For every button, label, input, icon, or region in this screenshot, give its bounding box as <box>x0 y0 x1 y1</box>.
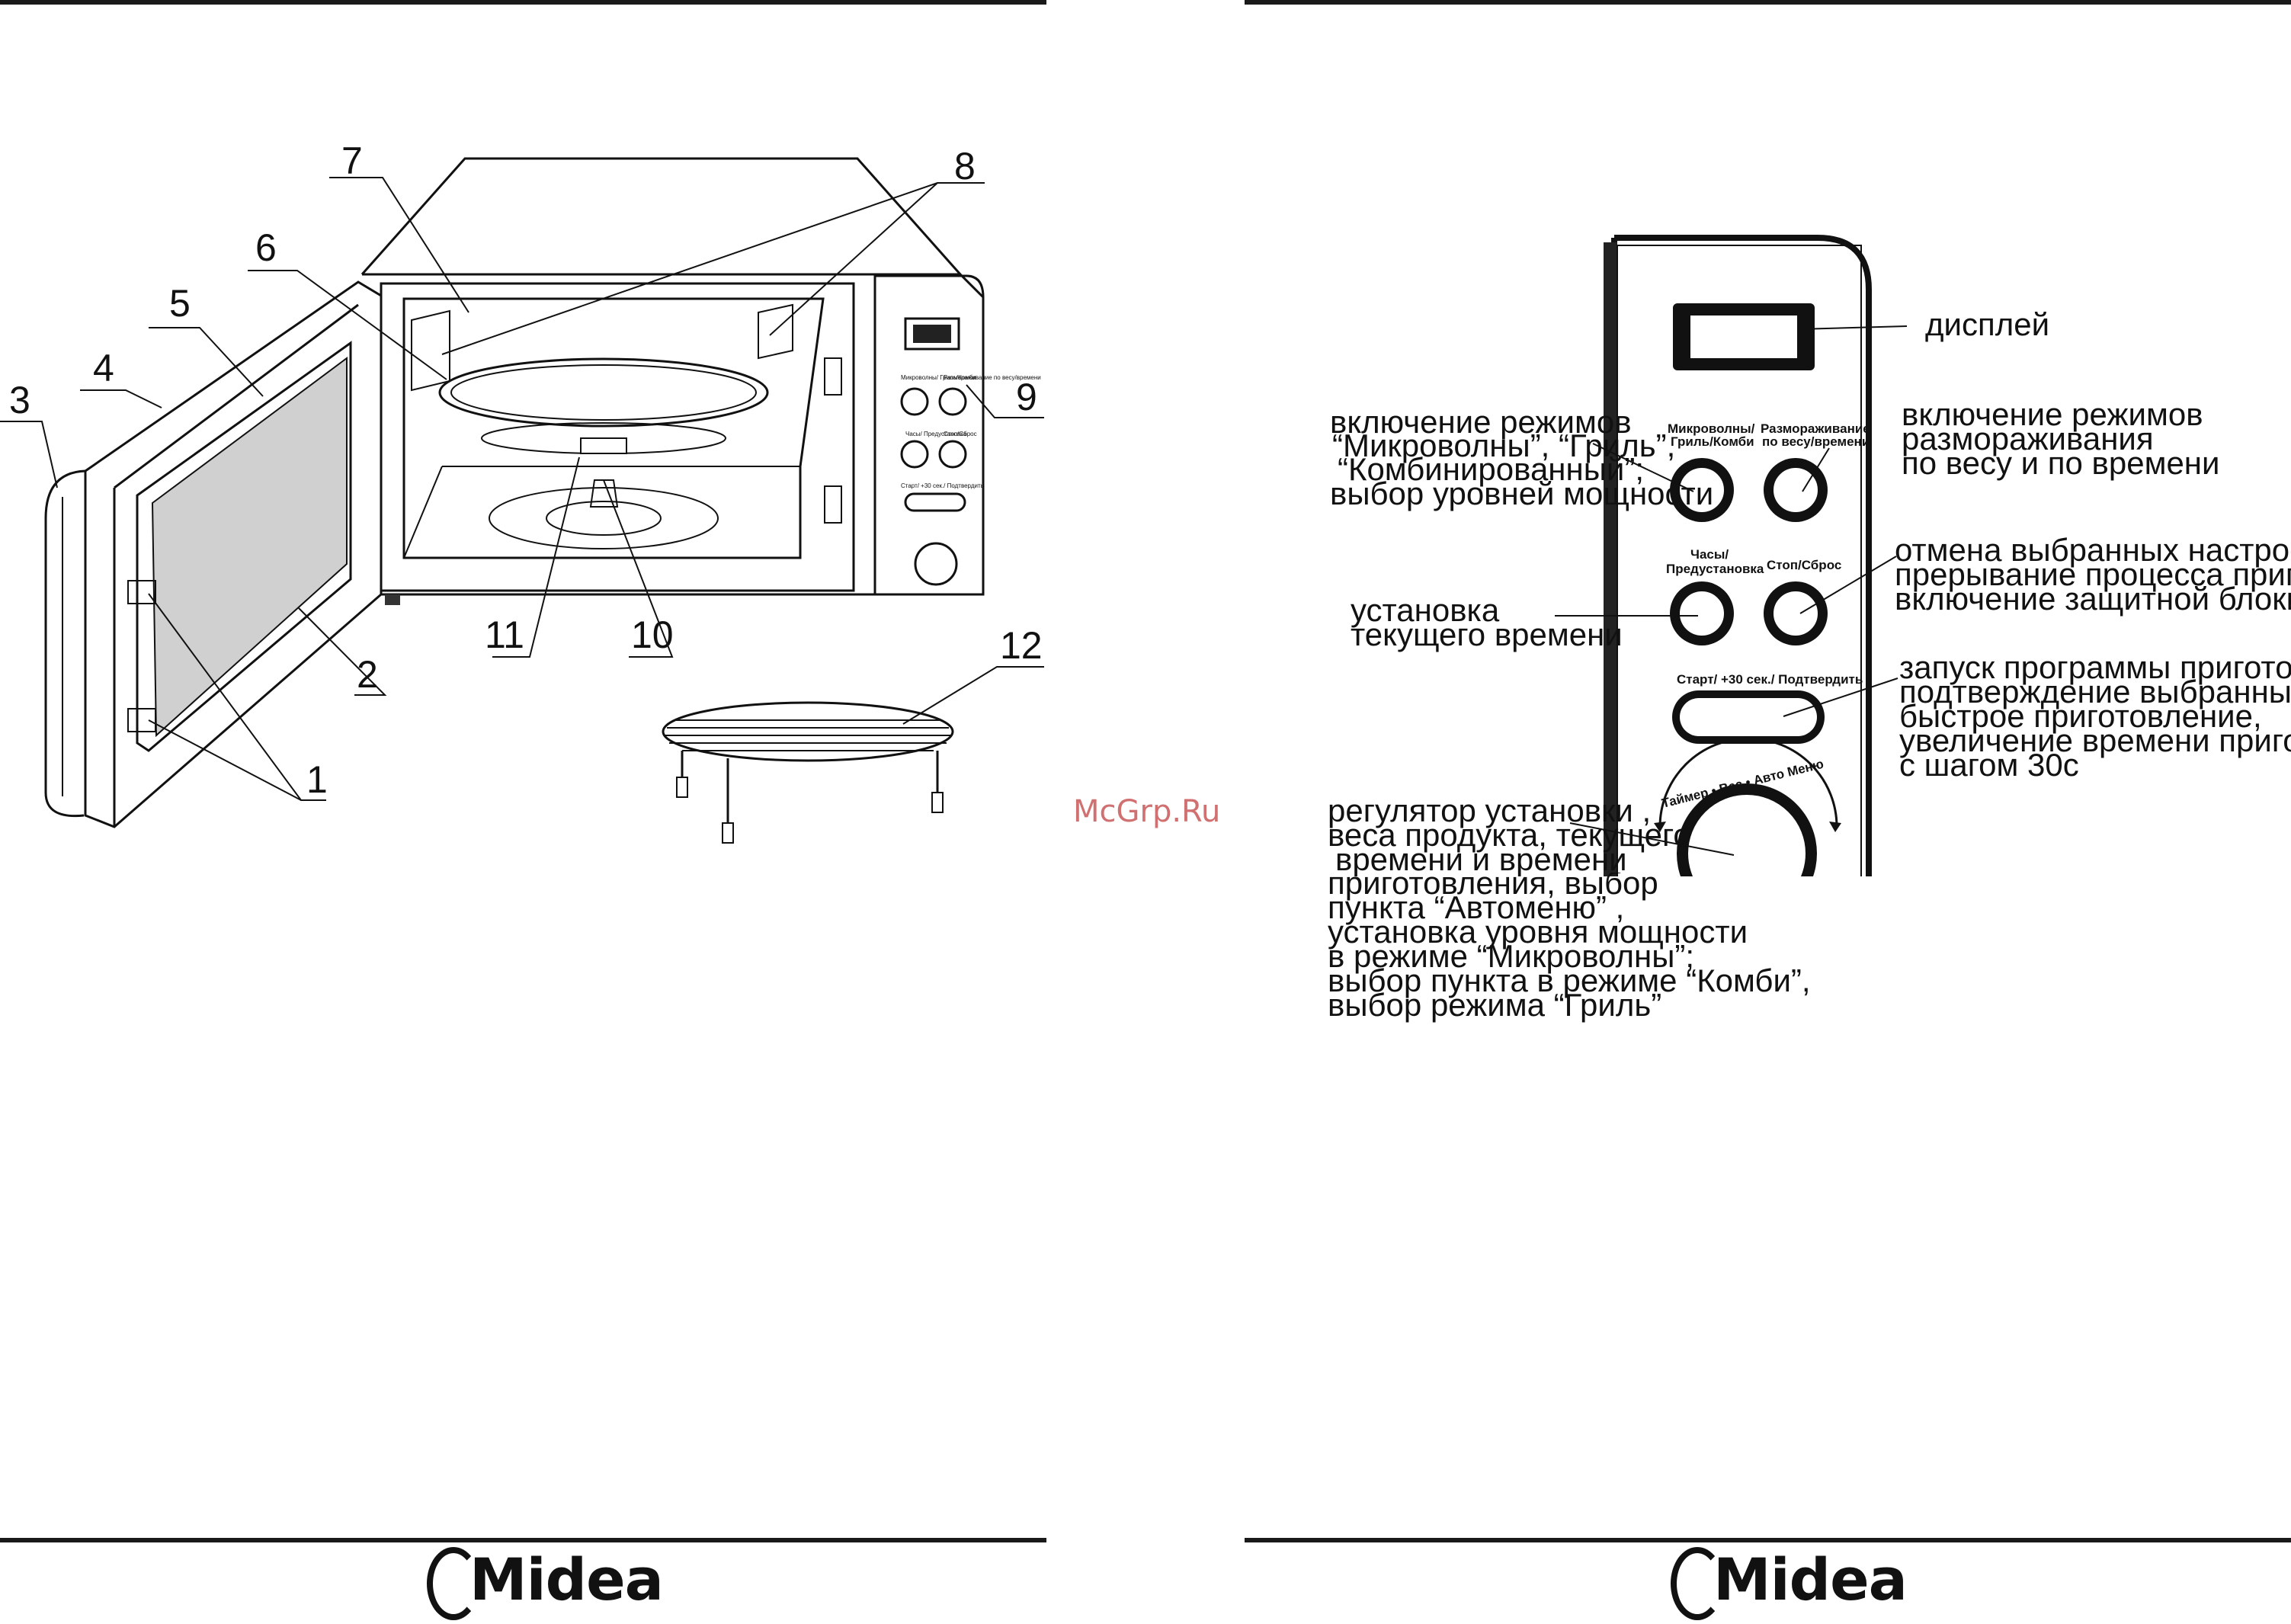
part-number-11: 11 <box>485 613 524 656</box>
part-number-6: 6 <box>255 226 277 269</box>
top-rule-right <box>1245 0 2291 5</box>
button-label-clock-2: Предустановка <box>1666 562 1764 576</box>
button-label-microwave-2: Гриль/Комби <box>1671 434 1754 449</box>
defrost-callout: включение режимов размораживания по весу… <box>1902 396 2219 481</box>
panel-label-b: Размораживание по весу/времени <box>944 374 1041 381</box>
top-rule-left <box>0 0 1046 5</box>
microwave-diagram: Микроволны/ Гриль/Комби Размораживание п… <box>0 139 1044 844</box>
button-label-defrost-2: по весу/времени <box>1762 434 1870 449</box>
clock-callout: установка текущего времени <box>1351 592 1623 652</box>
mode-select-callout: включение режимов “Микроволны”, “Гриль”,… <box>1330 404 1713 511</box>
part-number-3: 3 <box>9 379 30 421</box>
panel-label-d: Стоп/Сброс <box>944 431 977 437</box>
panel-label-c: Часы/ Предустановка <box>905 431 967 437</box>
panel-label-a: Микроволны/ Гриль/Комби <box>901 374 976 381</box>
part-number-8: 8 <box>954 145 976 187</box>
watermark: McGrp.Ru <box>1073 794 1221 829</box>
midea-swoosh-icon <box>427 1547 480 1620</box>
dial-callout: регулятор установки , веса продукта, тек… <box>1328 793 1700 876</box>
part-number-9: 9 <box>1016 376 1037 418</box>
control-panel-diagram: Микроволны/ Гриль/Комби Размораживание п… <box>1328 235 2291 876</box>
part-number-12: 12 <box>1000 624 1043 667</box>
button-label-stop: Стоп/Сброс <box>1767 558 1841 572</box>
bottom-rule-right <box>1245 1538 2291 1542</box>
part-number-10: 10 <box>631 613 674 656</box>
button-label-microwave-1: Микроволны/ <box>1668 421 1755 436</box>
part-number-5: 5 <box>169 282 191 325</box>
dial-callout-continued: приготовления, выбор пункта “Автоменю” ,… <box>1328 873 1819 1023</box>
brand-logo-left: Midea <box>427 1546 664 1620</box>
part-number-7: 7 <box>341 139 363 182</box>
part-number-4: 4 <box>93 347 114 389</box>
midea-swoosh-icon <box>1671 1547 1724 1620</box>
button-label-start: Старт/ +30 сек./ Подтвердить <box>1677 672 1863 687</box>
stop-callout: отмена выбранных настроек, прерывание пр… <box>1895 532 2291 617</box>
button-label-clock-1: Часы/ <box>1690 547 1729 562</box>
button-label-defrost-1: Размораживание <box>1761 421 1870 436</box>
bottom-rule-left <box>0 1538 1046 1542</box>
display-callout: дисплей <box>1925 306 2049 342</box>
part-number-1: 1 <box>306 758 328 801</box>
brand-logo-right: Midea <box>1671 1546 1908 1620</box>
part-number-2: 2 <box>357 653 378 696</box>
start-callout: запуск программы приготовления, подтверж… <box>1899 649 2291 783</box>
panel-label-e: Старт/ +30 сек./ Подтвердить <box>901 482 984 489</box>
svg-text:приготовления, выбор пункт: приготовления, выбор пункта “Автоменю” ,… <box>1328 873 1819 1023</box>
